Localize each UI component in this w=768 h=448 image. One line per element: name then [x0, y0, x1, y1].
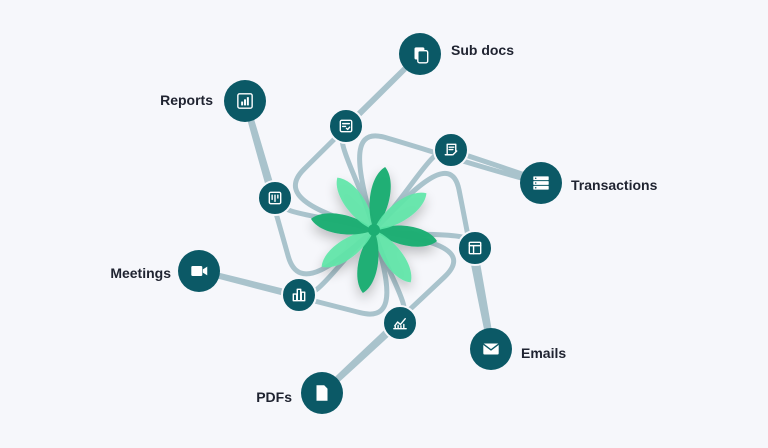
- junction-node-bar-chart: [281, 277, 317, 313]
- junction-node-trend-chart: [382, 305, 418, 341]
- flower-petal: [310, 213, 375, 235]
- flower-logo: [310, 166, 438, 294]
- bar-report-icon: [237, 93, 253, 109]
- flower-petal: [374, 192, 427, 231]
- signed-document-icon: [444, 143, 458, 156]
- flower-petal: [369, 166, 391, 231]
- label-sub-docs: Sub docs: [451, 42, 515, 58]
- junction-node-checklist: [328, 108, 364, 144]
- node-layer: [178, 33, 562, 414]
- label-reports: Reports: [160, 92, 213, 108]
- junction-node-signed-document: [433, 132, 469, 168]
- node-transactions: [520, 162, 562, 204]
- node-emails: [470, 328, 512, 370]
- kanban-icon: [268, 191, 282, 205]
- table-layout-icon: [468, 241, 482, 255]
- junction-node-kanban: [257, 180, 293, 216]
- label-pdfs: PDFs: [256, 389, 292, 405]
- flower-petal: [374, 225, 438, 247]
- bar-chart-icon: [292, 288, 306, 302]
- mail-icon: [482, 343, 500, 355]
- junction-node-table-layout: [457, 230, 493, 266]
- stack-docs-icon: [414, 47, 429, 64]
- flower-petal: [321, 230, 374, 268]
- server-list-icon: [533, 176, 549, 190]
- node-pdfs: [301, 372, 343, 414]
- file-icon: [316, 385, 328, 401]
- junction-layer: [257, 108, 493, 341]
- node-meetings: [178, 250, 220, 292]
- checklist-icon: [339, 119, 353, 133]
- flower-petal: [357, 230, 379, 294]
- label-transactions: Transactions: [571, 177, 658, 193]
- flower-petal: [374, 230, 412, 283]
- label-meetings: Meetings: [110, 265, 171, 281]
- node-sub-docs: [399, 33, 441, 75]
- trend-chart-icon: [393, 318, 407, 330]
- label-emails: Emails: [521, 345, 567, 361]
- flower-petal: [336, 177, 374, 230]
- video-camera-icon: [191, 266, 208, 276]
- node-reports: [224, 80, 266, 122]
